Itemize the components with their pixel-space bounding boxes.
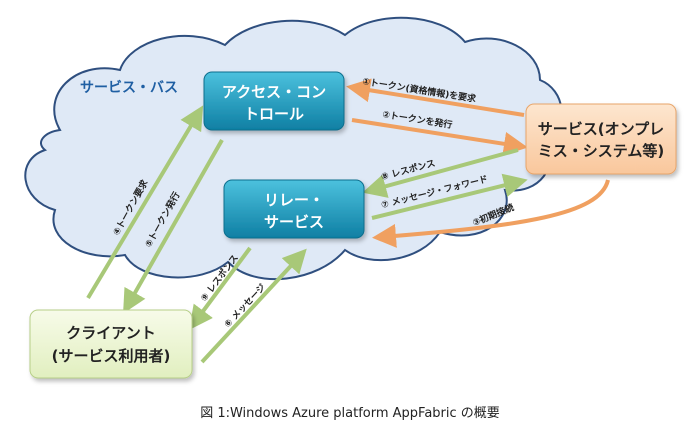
client-box [29,309,193,379]
arrow-8-response [362,148,519,198]
arrow-2-token-issue [351,118,528,156]
client-label-line1: クライアント [66,324,155,342]
arrow-6-label: ⑥ メッセージ [222,282,268,330]
on-premise-service-box [525,103,677,175]
cloud-title: サービス・バス [80,80,178,96]
arrow-9-response-client [189,246,252,331]
service-bus-cloud [24,16,563,281]
arrow-7-message-forward [371,173,528,220]
relay-service-box [223,179,365,239]
on-premise-service-label-line1: サービス(オンプレ [538,120,664,138]
access-control-box [203,71,345,131]
relay-service-label-line2: サービス [264,213,324,231]
client-label-line2: (サービス利用者) [52,347,171,365]
arrow-1-token-request [346,78,525,117]
on-premise-service-label-line2: ミス・システム等) [538,142,664,160]
arrow-6-message-client [200,248,307,364]
arrow-4-token-request-client [86,105,204,300]
architecture-diagram: サービス・バス ①トークン(資格情報)を要求 ②トークンを発行 ⑧ レスポンス … [24,16,677,379]
arrow-5-token-issue-client [123,139,224,314]
access-control-label-line1: アクセス・コン [222,83,326,101]
relay-service-label-line1: リレー・ [264,191,324,209]
access-control-label-line2: トロール [244,105,304,123]
arrow-3-initial-connection [372,179,610,248]
figure-caption: 図 1:Windows Azure platform AppFabric の概要 [200,406,500,421]
